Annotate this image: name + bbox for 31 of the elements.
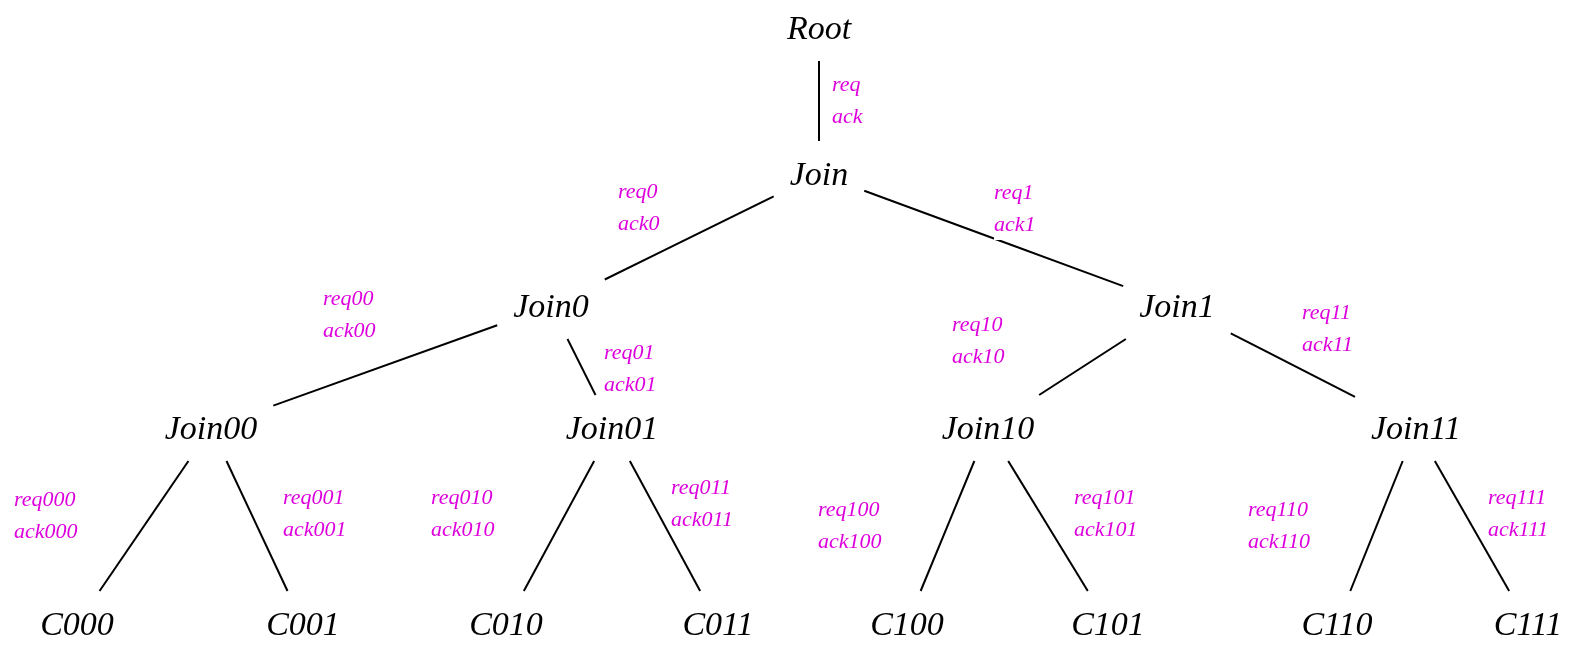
- connector-line: [272, 324, 499, 407]
- connector-line: [919, 460, 976, 592]
- connector-line: [628, 460, 702, 592]
- node-label: Join11: [1371, 411, 1461, 445]
- connector-line: [863, 189, 1125, 288]
- connector-line: [1433, 460, 1511, 592]
- node-label: Join: [789, 157, 849, 191]
- connector-line: [1038, 338, 1127, 396]
- node-label: Join10: [941, 411, 1035, 445]
- node-label: C010: [469, 607, 543, 641]
- node-label: C001: [266, 607, 340, 641]
- connector-line: [98, 460, 190, 592]
- connector-line: [1229, 332, 1356, 398]
- connector-line: [225, 460, 289, 592]
- node-label: C000: [40, 607, 114, 641]
- node-label: Join00: [164, 411, 258, 445]
- node-label: C110: [1301, 607, 1373, 641]
- connector-line: [522, 460, 596, 592]
- node-label: C111: [1493, 607, 1563, 641]
- connector-line: [818, 60, 820, 142]
- node-label: Root: [786, 11, 852, 45]
- node-label: C011: [682, 607, 754, 641]
- node-label: Join1: [1139, 289, 1215, 323]
- connector-line: [603, 195, 775, 281]
- node-label: Join01: [565, 411, 659, 445]
- connector-line: [566, 338, 597, 396]
- connector-line: [1349, 460, 1404, 592]
- node-label: Join0: [513, 289, 589, 323]
- node-label: C100: [870, 607, 944, 641]
- node-label: C101: [1071, 607, 1145, 641]
- connector-line: [1007, 460, 1089, 592]
